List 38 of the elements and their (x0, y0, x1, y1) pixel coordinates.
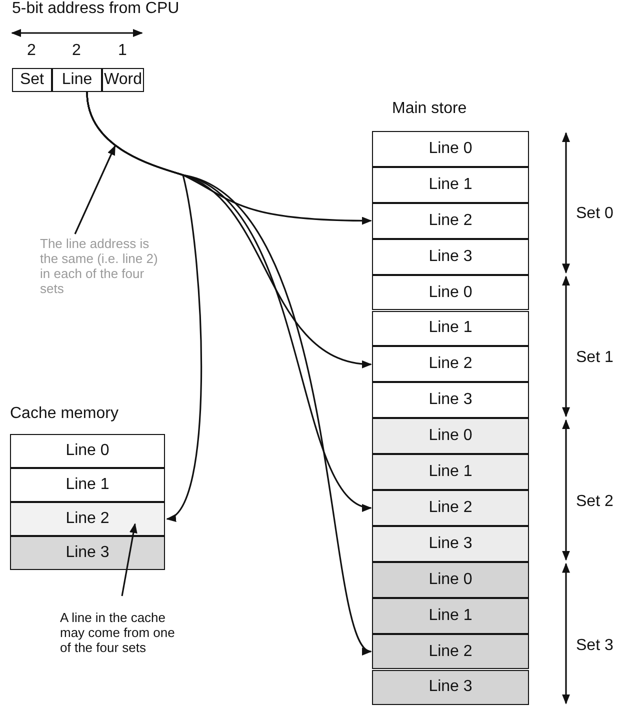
address-field: Word (102, 68, 144, 92)
memory-line-cell: Line 3 (372, 526, 529, 562)
memory-line-cell: Line 0 (372, 274, 529, 310)
memory-line-cell: Line 3 (372, 670, 529, 706)
memory-line-cell: Line 1 (10, 468, 165, 502)
memory-line-cell: Line 1 (372, 166, 529, 203)
group-heading: Main store (392, 100, 467, 118)
group-heading: Cache memory (10, 405, 118, 423)
bit-count-label: 2 (27, 42, 36, 60)
annotation-text: The line address is the same (i.e. line 2) in each of the four sets (40, 236, 165, 294)
set-label: Set 1 (576, 349, 614, 367)
bit-count-label: 2 (72, 42, 81, 60)
address-field: Line (52, 68, 102, 92)
memory-line-cell: Line 2 (10, 502, 165, 536)
memory-line-cell: Line 1 (372, 598, 529, 634)
memory-line-cell: Line 2 (372, 346, 529, 382)
memory-line-cell: Line 0 (372, 418, 529, 454)
memory-line-cell: Line 0 (10, 434, 165, 468)
memory-line-cell: Line 2 (372, 202, 529, 239)
group-heading: 5-bit address from CPU (12, 0, 180, 18)
memory-line-cell: Line 3 (10, 536, 165, 570)
set-label: Set 3 (576, 637, 614, 655)
leader-line (74, 145, 116, 234)
memory-line-cell: Line 2 (372, 634, 529, 670)
memory-line-cell: Line 0 (372, 562, 529, 598)
memory-line-cell: Line 1 (372, 454, 529, 490)
arrow (86, 92, 202, 520)
memory-line-cell: Line 3 (372, 382, 529, 418)
set-label: Set 0 (576, 205, 614, 223)
memory-line-cell: Line 1 (372, 310, 529, 346)
memory-line-cell: Line 2 (372, 490, 529, 526)
bit-count-label: 1 (118, 42, 127, 60)
annotation-text: A line in the cache may come from one of the four sets (60, 610, 180, 674)
set-label: Set 2 (576, 493, 614, 511)
leader-line (121, 523, 138, 596)
address-field: Set (12, 68, 52, 92)
memory-line-cell: Line 3 (372, 238, 529, 275)
memory-line-cell: Line 0 (372, 131, 529, 167)
